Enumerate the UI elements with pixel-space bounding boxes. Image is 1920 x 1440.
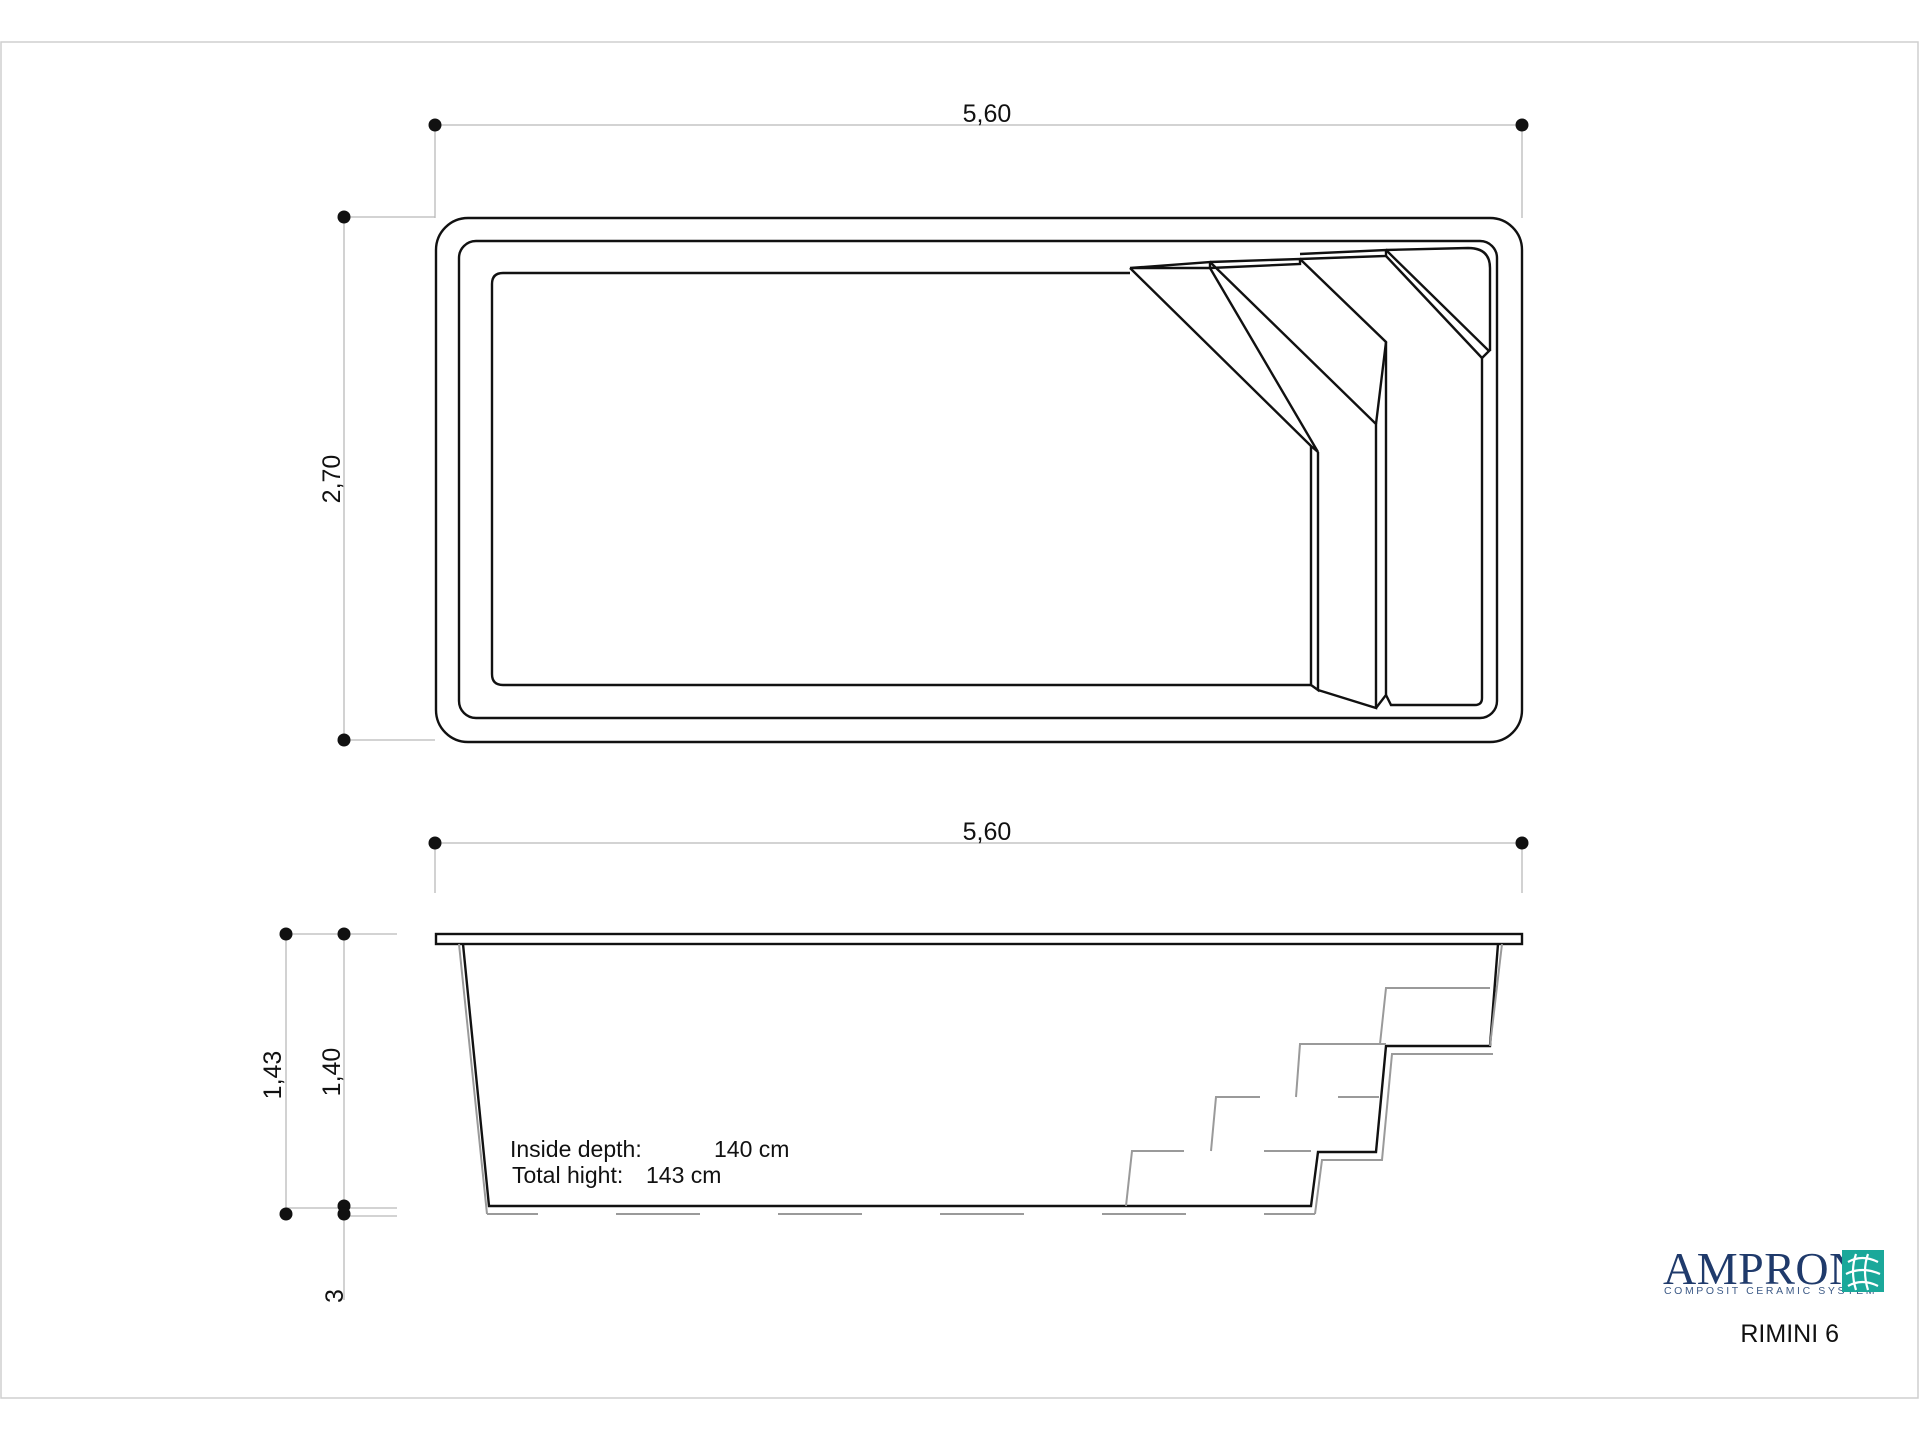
plan-steps [1129,246,1492,710]
brand-logo: AMPRON COMPOSIT CERAMIC SYSTEM [1663,1243,1884,1297]
plan-length-dimension: 5,60 [428,100,1529,218]
plan-width-dimension: 2,70 [318,210,435,747]
section-length-dimension: 5,60 [428,818,1529,893]
plan-length-label: 5,60 [963,100,1012,128]
inside-depth-label: 1,40 [318,1048,346,1097]
brand-name: AMPRON [1663,1243,1863,1294]
pool-inner-rim [457,239,1499,720]
plan-width-label: 2,70 [318,455,346,504]
section-height-dimensions: 1,43 1,40 3 [259,927,397,1303]
note-inside-depth-label: Inside depth: [510,1136,642,1162]
rim-thickness-label: 3 [321,1289,349,1303]
section-view: 5,60 1,43 1,40 3 [259,818,1529,1303]
total-height-label: 1,43 [259,1051,287,1100]
brand-mark-icon [1842,1250,1884,1292]
section-hidden-steps [1125,987,1490,1207]
pool-basin-outline [490,271,1311,687]
pool-outer-rim [434,216,1524,744]
note-inside-depth-value: 140 cm [714,1136,789,1162]
section-inner-profile [461,943,1500,1208]
note-total-height-label: Total hight: [512,1162,623,1188]
sheet-frame [0,41,1919,1399]
section-rim [434,932,1524,946]
model-name: RIMINI 6 [1740,1320,1839,1348]
section-outer-profile [458,943,488,1215]
plan-view: 5,60 2,70 [318,100,1529,747]
section-length-label: 5,60 [963,818,1012,846]
section-notes: Inside depth: 140 cm Total hight: 143 cm [510,1136,789,1188]
note-total-height-value: 143 cm [646,1162,721,1188]
brand-tagline: COMPOSIT CERAMIC SYSTEM [1664,1285,1877,1297]
